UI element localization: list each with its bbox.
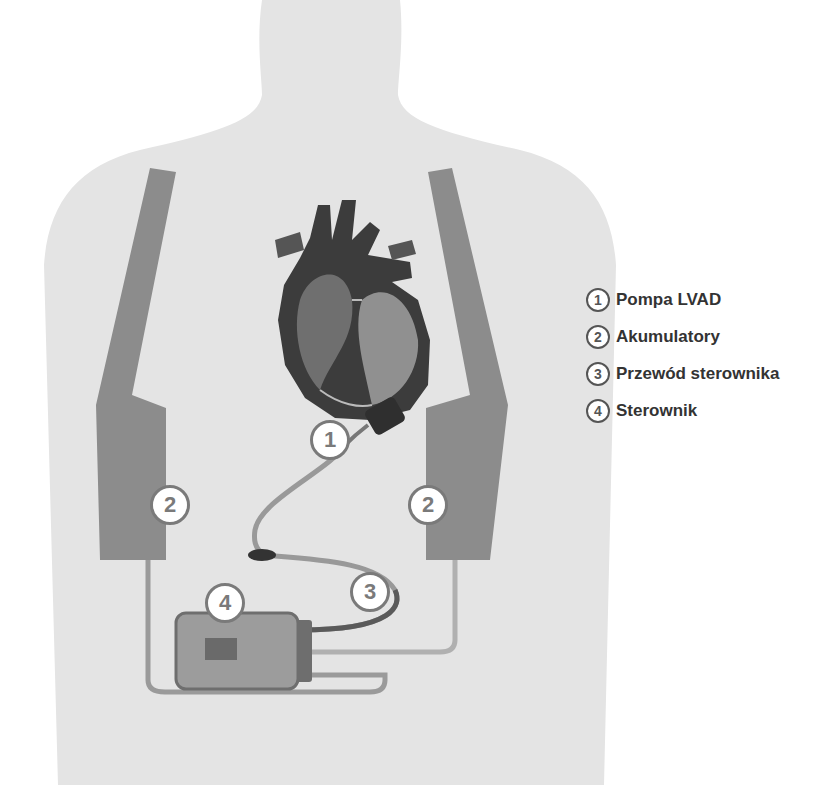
heart xyxy=(275,200,430,420)
lvad-pump xyxy=(363,395,406,436)
callout-number: 2 xyxy=(164,494,176,516)
callout-number: 1 xyxy=(324,429,336,451)
callout-circle: 2 xyxy=(586,325,610,349)
right-battery-cable xyxy=(300,560,455,652)
driveline xyxy=(254,445,397,630)
controller-display xyxy=(205,638,237,660)
callout-circle: 2 xyxy=(150,485,190,525)
left-strap xyxy=(96,168,176,560)
callout-number: 3 xyxy=(364,581,376,603)
callout-circle: 3 xyxy=(586,362,610,386)
controller-body xyxy=(176,613,298,689)
callout-number: 3 xyxy=(594,367,602,381)
driveline-connector xyxy=(248,549,276,561)
callout-circle: 1 xyxy=(310,420,350,460)
part-name: Sterownik xyxy=(616,401,697,421)
callout-circle: 2 xyxy=(408,485,448,525)
callout-number: 1 xyxy=(594,293,602,307)
callout-number: 4 xyxy=(594,404,602,418)
part-name: Akumulatory xyxy=(616,327,720,347)
callout-number: 4 xyxy=(219,592,231,614)
part-name: Przewód sterownika xyxy=(616,364,779,384)
callout-circle: 4 xyxy=(586,399,610,423)
callout-circle: 4 xyxy=(205,583,245,623)
callout-circle: 3 xyxy=(350,572,390,612)
callout-circle: 1 xyxy=(586,288,610,312)
part-name: Pompa LVAD xyxy=(616,290,721,310)
callout-number: 2 xyxy=(594,330,602,344)
callout-number: 2 xyxy=(422,494,434,516)
body-silhouette xyxy=(44,0,616,785)
